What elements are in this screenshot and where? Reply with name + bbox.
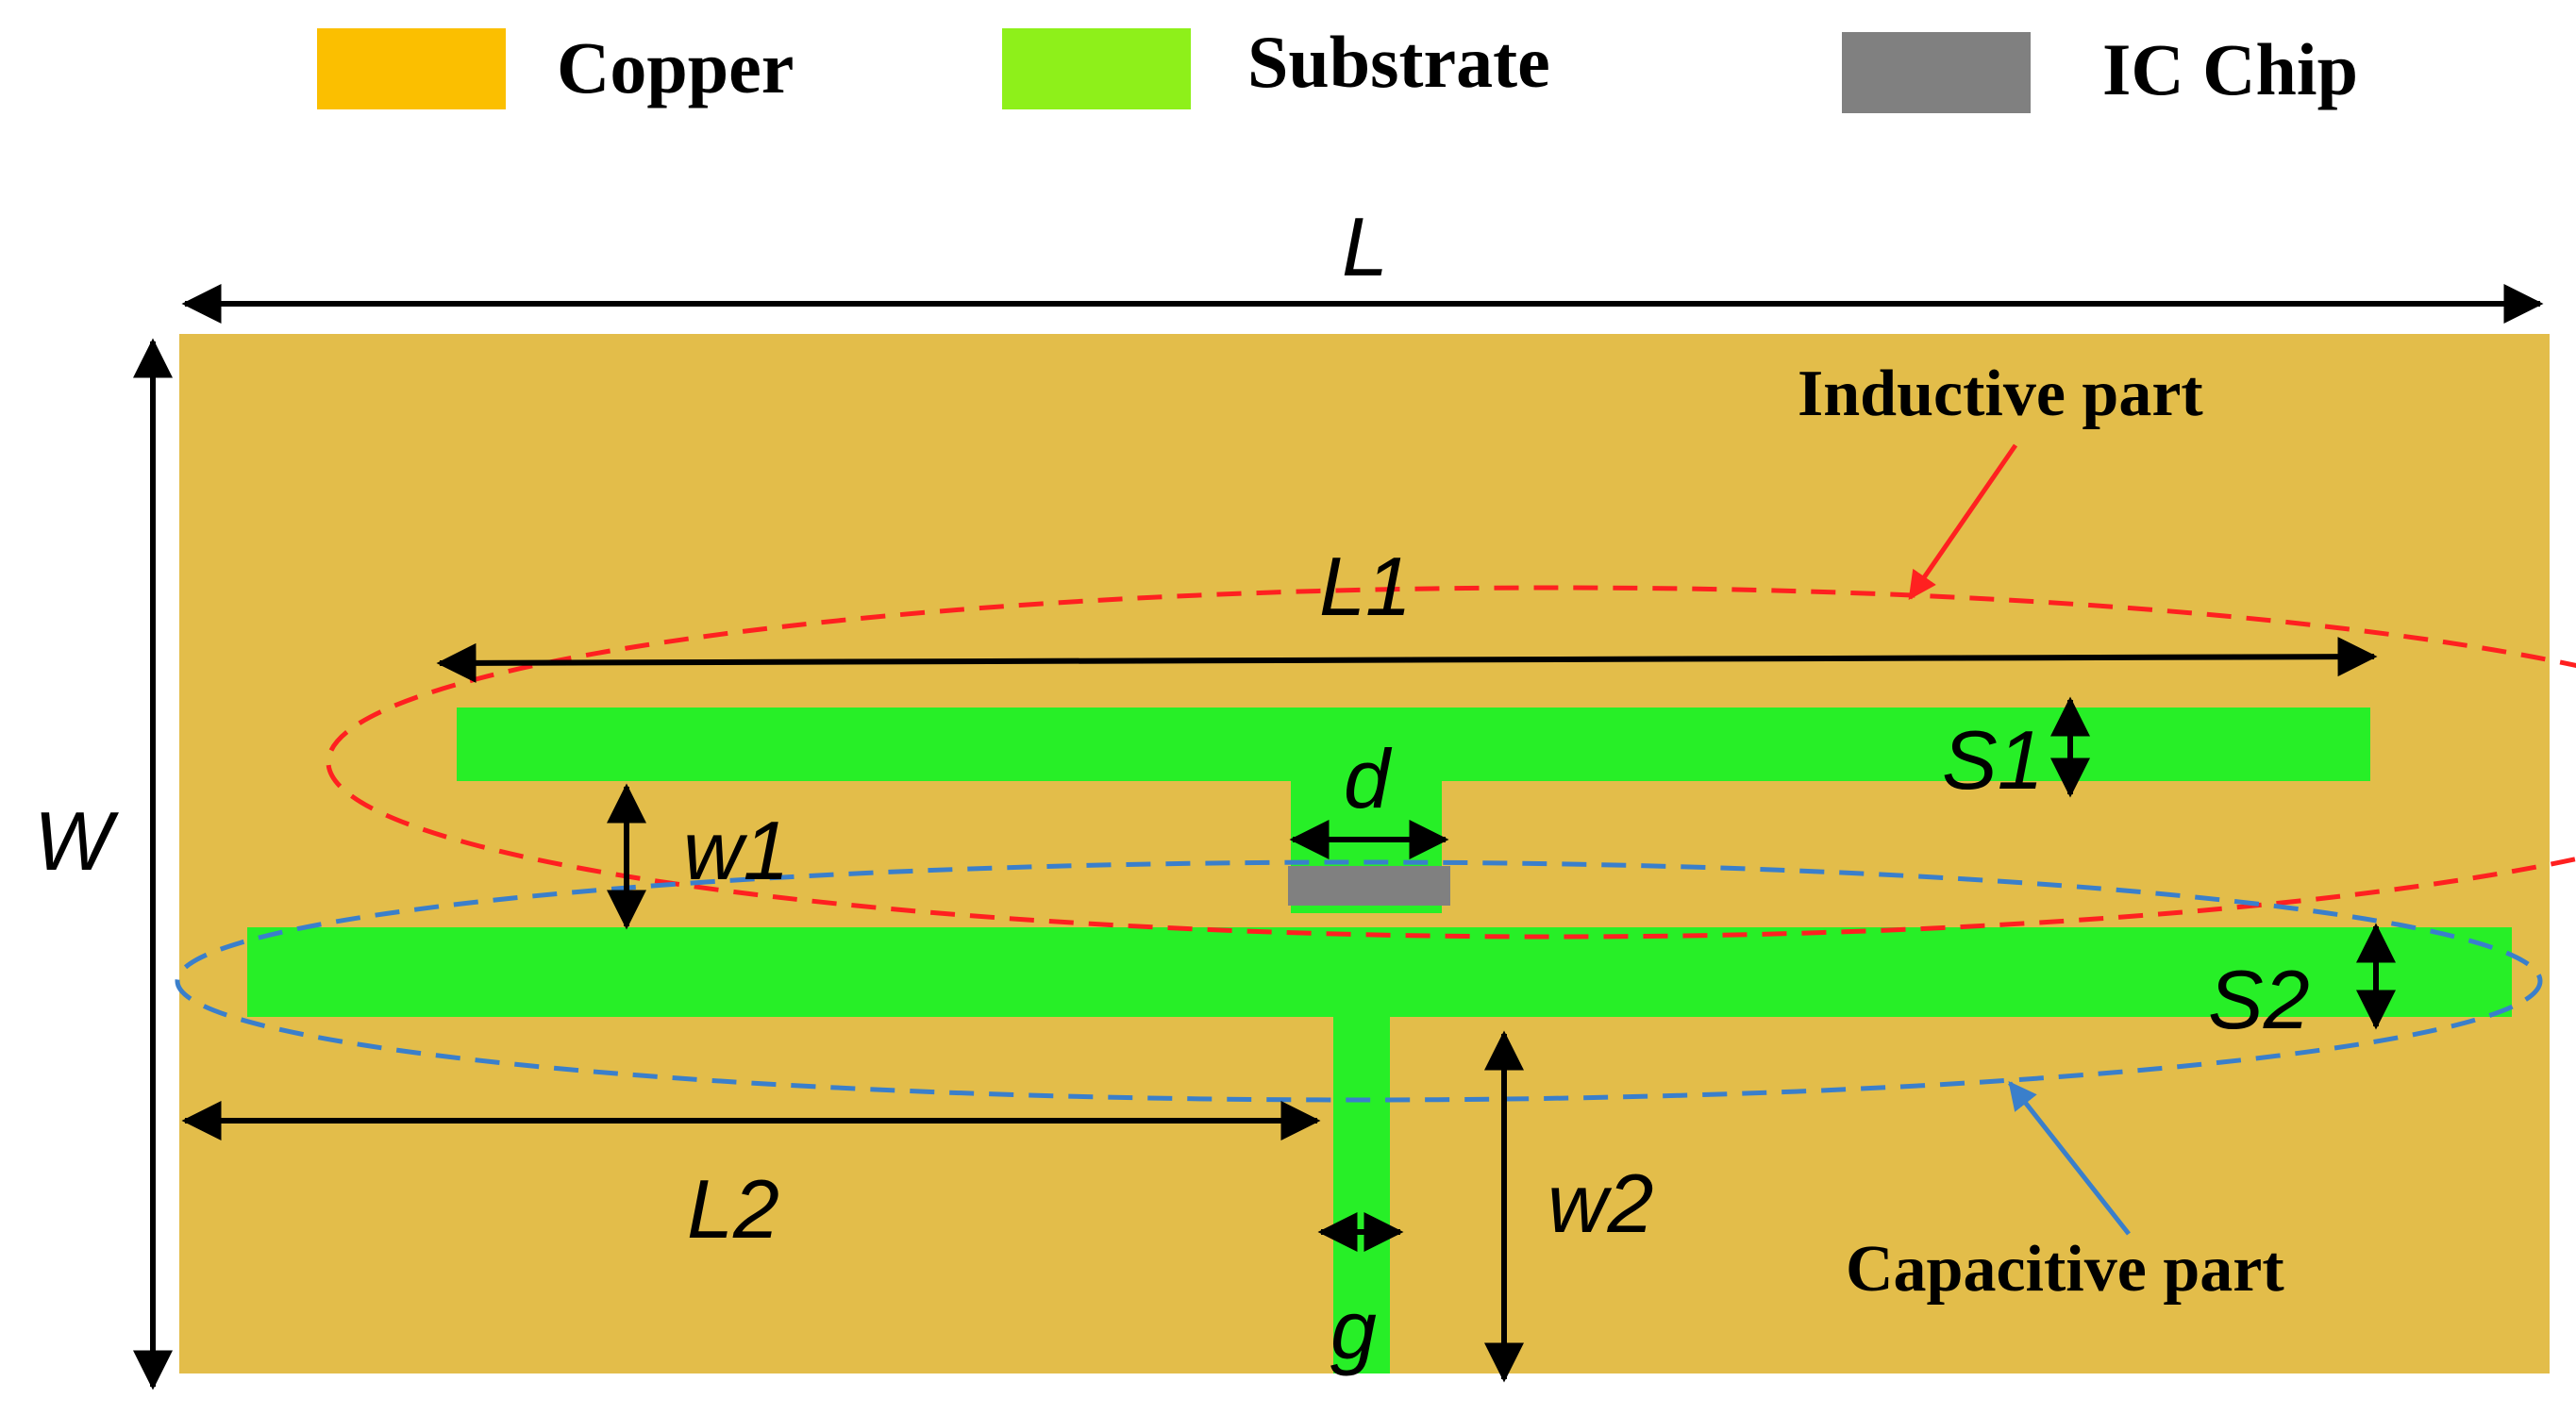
legend-swatch-substrate <box>1002 28 1191 109</box>
legend: Copper Substrate IC Chip <box>317 21 2358 113</box>
capacitive-part-label: Capacitive part <box>1846 1233 2284 1306</box>
legend-label-substrate: Substrate <box>1247 21 1550 103</box>
dimension-lines <box>133 284 2544 1390</box>
capacitive-part-outline <box>175 859 2543 1103</box>
dim-label-w2: w2 <box>1547 1157 1654 1250</box>
dim-label-L2: L2 <box>687 1162 779 1256</box>
legend-swatch-ic-chip <box>1842 32 2031 113</box>
dimension-labels: L W L1 S1 w1 d S2 L2 g w2 <box>34 200 2310 1376</box>
upper-slot <box>457 708 2370 781</box>
dim-label-d: d <box>1344 732 1393 825</box>
dim-label-w1: w1 <box>683 804 790 897</box>
dim-label-L: L <box>1342 200 1388 293</box>
legend-swatch-copper <box>317 28 506 109</box>
lower-slot <box>247 927 2512 1017</box>
legend-label-copper: Copper <box>557 26 794 108</box>
inductive-part-label: Inductive part <box>1798 358 2203 430</box>
dim-label-W: W <box>34 794 119 888</box>
dim-label-L1: L1 <box>1319 540 1412 633</box>
feed-stem-lower <box>1333 1017 1390 1373</box>
dim-label-S2: S2 <box>2208 953 2310 1046</box>
capacitive-callout-arrow <box>2008 1081 2131 1236</box>
dim-L1-arrow <box>436 637 2378 683</box>
dim-label-g: g <box>1330 1283 1377 1376</box>
inductive-callout-arrow <box>1907 443 2018 601</box>
legend-label-ic-chip: IC Chip <box>2102 28 2358 110</box>
inductive-part-outline <box>326 585 2576 940</box>
ic-chip <box>1288 866 1450 906</box>
dim-label-S1: S1 <box>1942 713 2044 807</box>
